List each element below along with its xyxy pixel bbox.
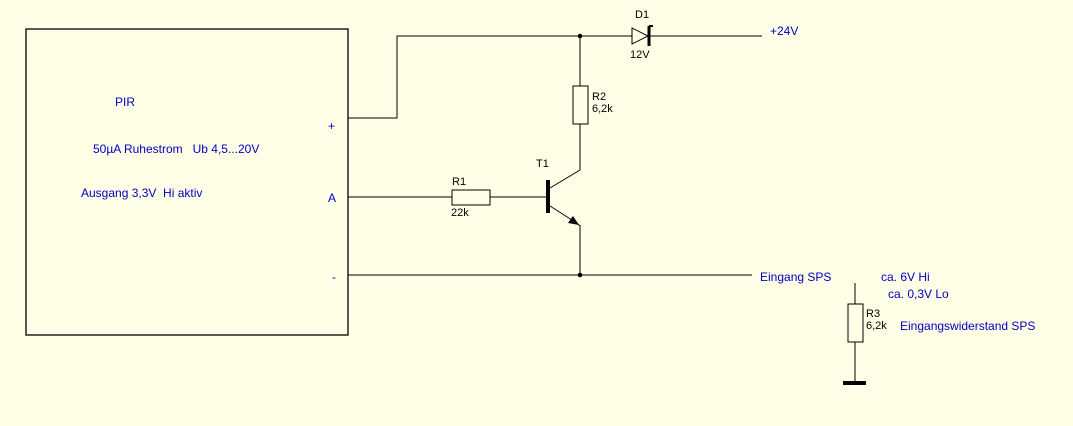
pir-spec-line2: Ausgang 3,3V Hi aktiv — [81, 186, 202, 200]
pin-minus-label: - — [332, 270, 336, 284]
plc-resistance-label: Eingangswiderstand SPS — [900, 319, 1035, 333]
r3-name: R3 — [866, 308, 880, 320]
r2-name: R2 — [592, 91, 606, 103]
pir-title: PIR — [115, 95, 135, 109]
resistor-r2 — [572, 85, 589, 125]
transistor-t1 — [546, 169, 581, 227]
junction-bottom — [577, 272, 583, 278]
r1-value: 22k — [451, 207, 469, 219]
supply-label: +24V — [770, 24, 798, 38]
wire-plus — [348, 35, 580, 119]
pin-a-label: A — [328, 191, 336, 205]
plc-input-label: Eingang SPS — [760, 270, 831, 284]
plc-lo-label: ca. 0,3V Lo — [888, 287, 949, 301]
r2-value: 6,2k — [592, 103, 613, 115]
d1-value: 12V — [630, 49, 650, 61]
resistor-r1 — [451, 189, 491, 206]
r1-name: R1 — [452, 176, 466, 188]
pir-spec-line1: 50µA Ruhestrom Ub 4,5...20V — [93, 142, 259, 156]
t1-name: T1 — [536, 158, 549, 170]
zener-diode-d1 — [631, 25, 653, 46]
resistor-r3 — [847, 303, 864, 343]
r3-value: 6,2k — [866, 320, 887, 332]
plc-hi-label: ca. 6V Hi — [881, 270, 930, 284]
pir-module-box — [25, 28, 349, 336]
pin-plus-label: + — [328, 119, 335, 133]
d1-name: D1 — [635, 9, 649, 21]
